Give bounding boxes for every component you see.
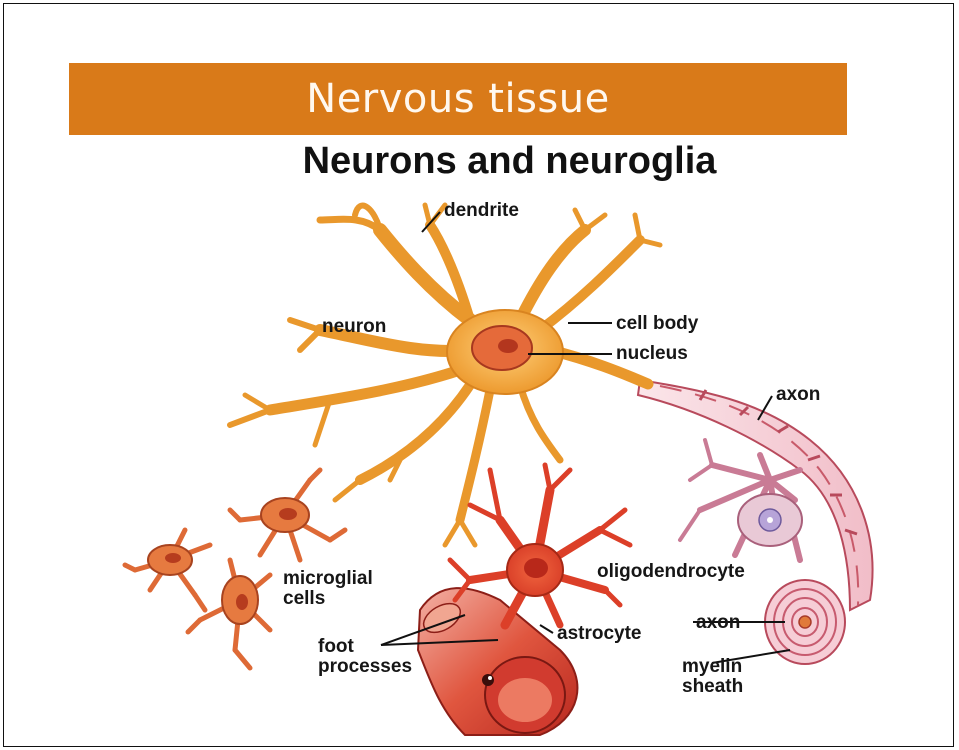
label-nucleus: nucleus (616, 344, 688, 364)
label-astrocyte: astrocyte (557, 624, 642, 644)
label-cell-body: cell body (616, 314, 698, 334)
label-oligodendrocyte: oligodendrocyte (597, 562, 745, 582)
neuron-cell (230, 205, 660, 545)
microglial-cell-2 (125, 530, 210, 610)
label-dendrite: dendrite (444, 201, 519, 221)
label-axon-top: axon (776, 385, 820, 405)
label-axon-bottom: axon (696, 613, 740, 633)
microglial-cell-3 (188, 560, 270, 668)
label-microglial-cells: microglial cells (283, 569, 373, 609)
microglial-cell-1 (230, 470, 345, 560)
label-myelin-sheath: myelin sheath (682, 657, 743, 697)
label-neuron: neuron (322, 317, 386, 337)
label-foot-processes: foot processes (318, 637, 412, 677)
